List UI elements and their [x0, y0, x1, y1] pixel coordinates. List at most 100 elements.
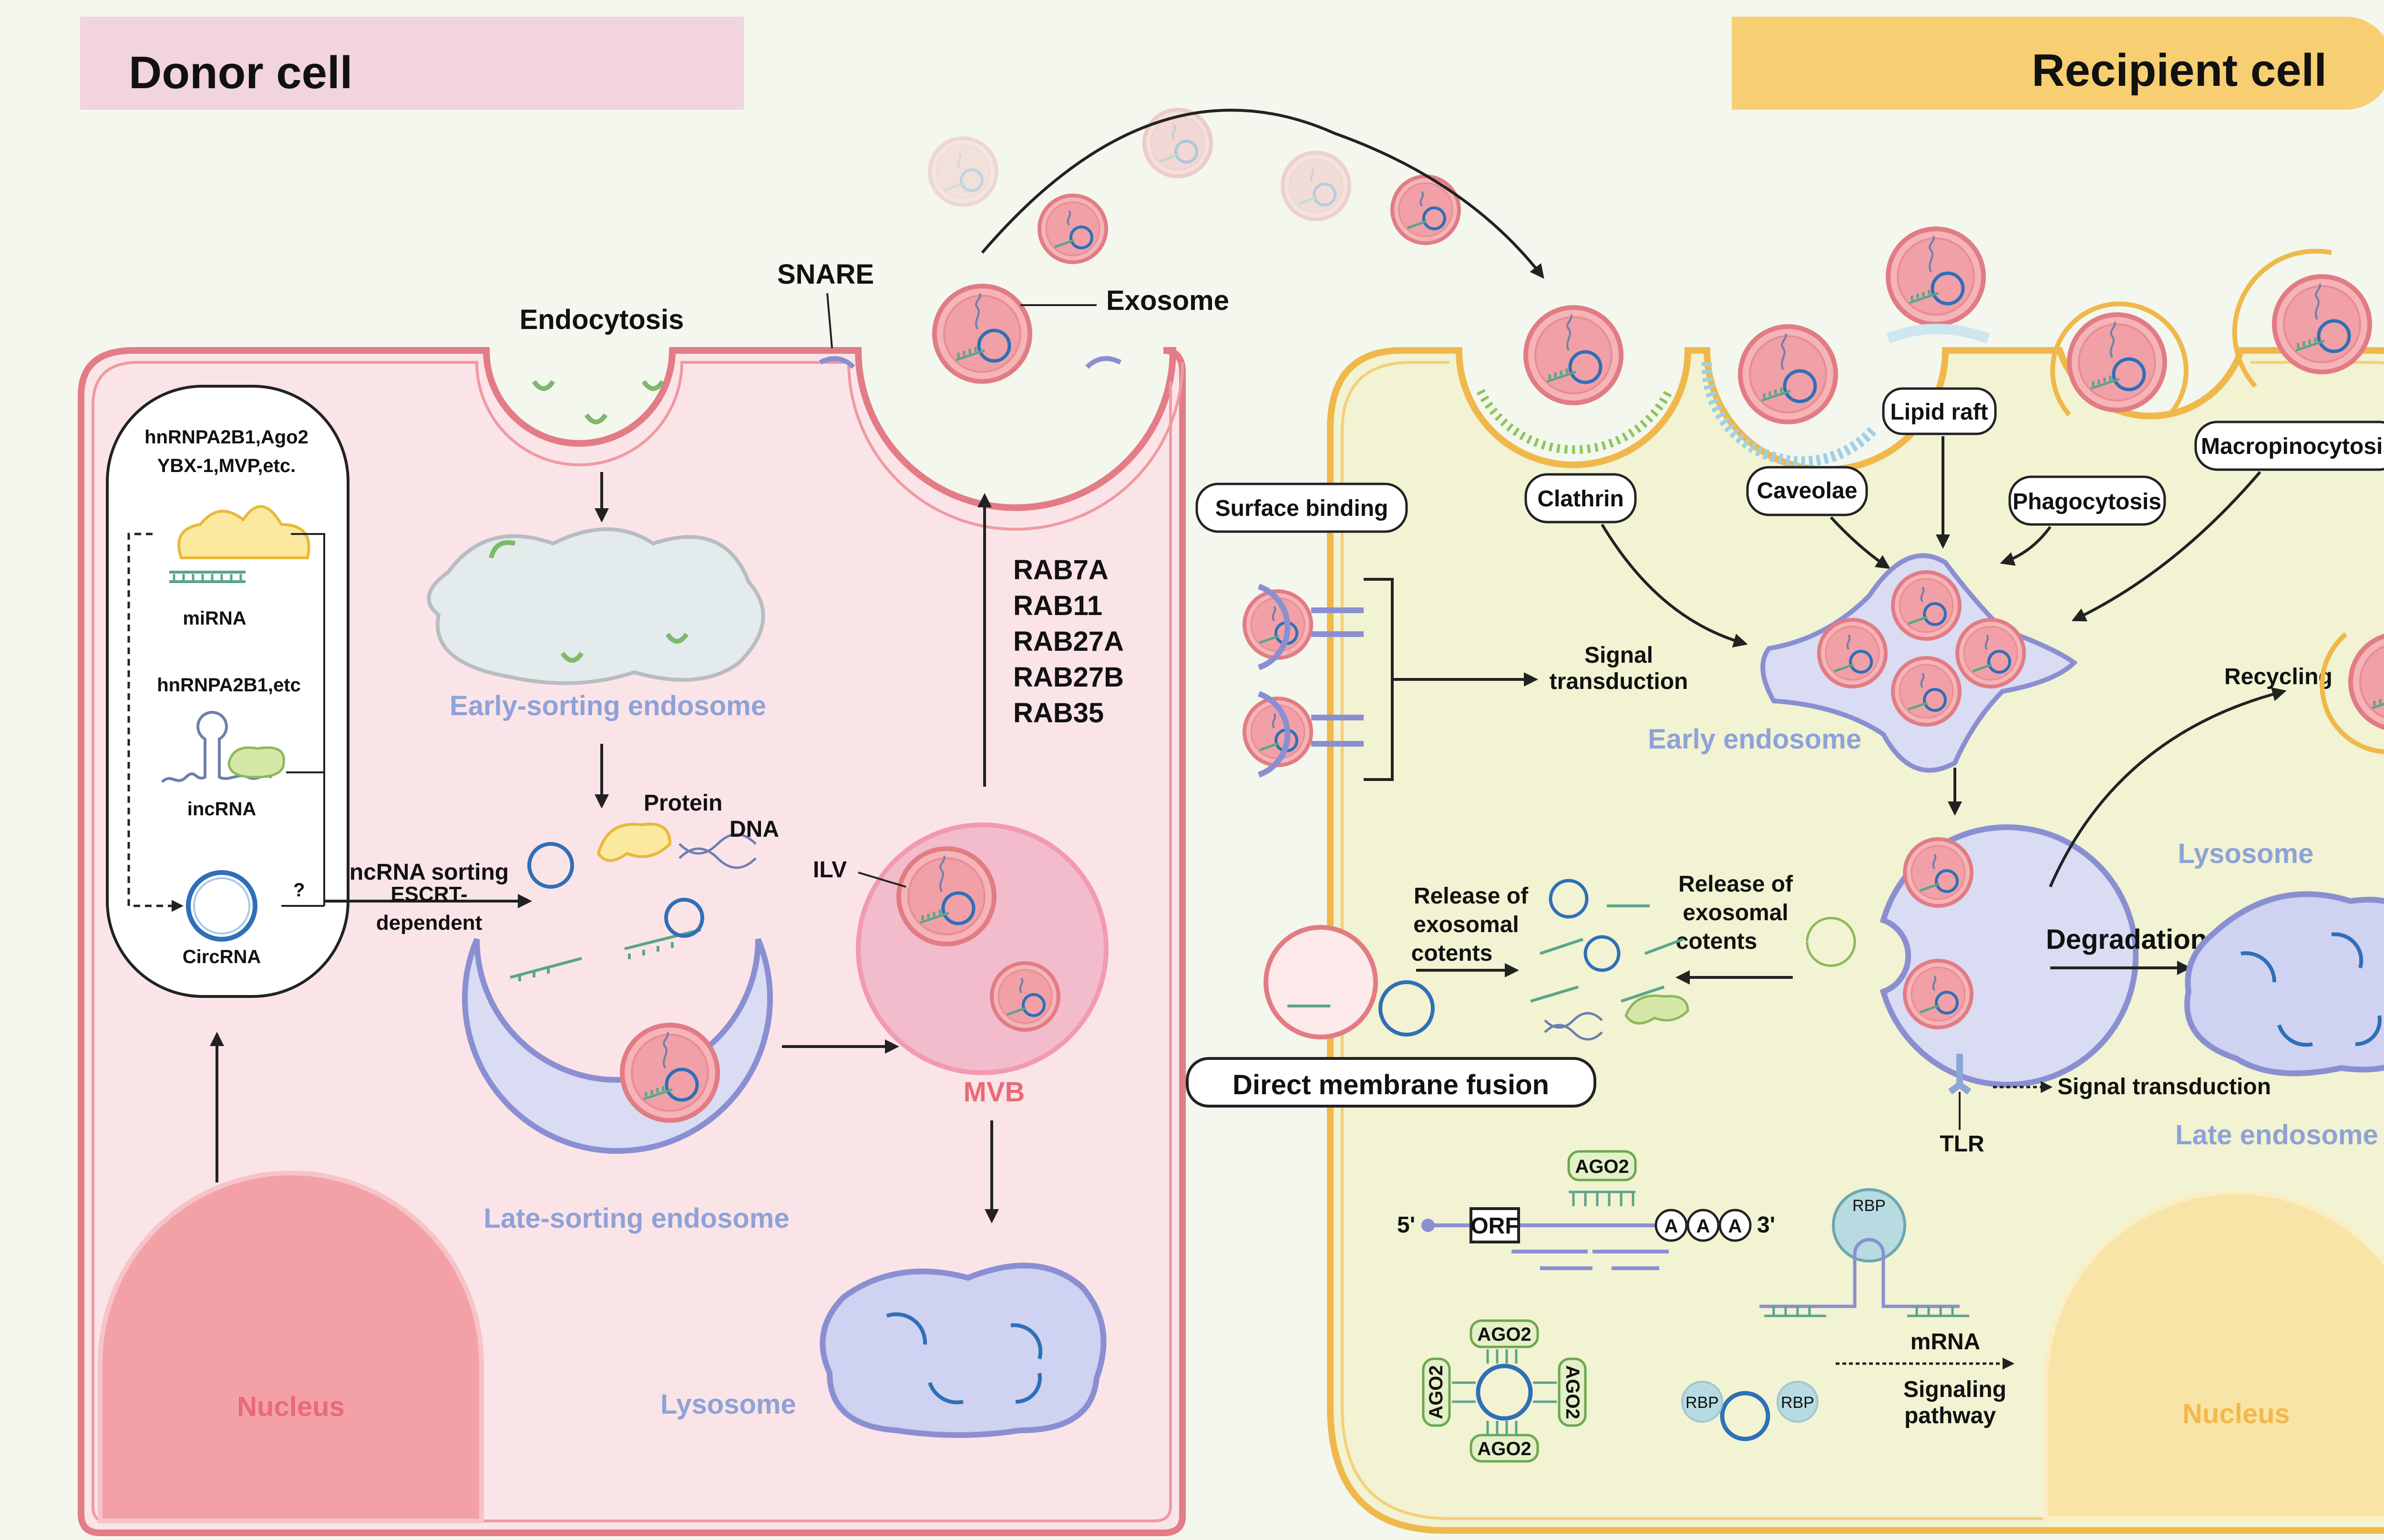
- five-prime-label: 5': [1397, 1212, 1415, 1238]
- late-endosome-exosome-2: [1905, 961, 1972, 1027]
- donor-cell-inner-membrane: [92, 361, 1184, 1522]
- direct-fusion-label: Direct membrane fusion: [1233, 1069, 1549, 1100]
- donor-cell-title: Donor cell: [129, 47, 352, 98]
- early-endosome-exosome-3: [1957, 620, 2024, 687]
- surface-binding-box: [1195, 483, 1408, 533]
- cargo-circrna-2: [664, 898, 704, 938]
- polya-1-label: A: [1665, 1216, 1678, 1237]
- macropinocytosis-label: Macropinocytosis: [2201, 434, 2384, 459]
- recycling-arrow: [2049, 687, 2287, 888]
- sponge-mirnas: [1452, 1349, 1557, 1435]
- circrna-label: CircRNA: [183, 946, 261, 967]
- early-sorting-endosome-label: Early-sorting endosome: [450, 690, 766, 721]
- macropinocytosis-exosome: [2274, 277, 2370, 372]
- snare-label: SNARE: [777, 259, 874, 290]
- panel-dashed-arrow: [127, 533, 184, 912]
- orf-label: ORF: [1470, 1213, 1519, 1239]
- degradation-label: Degradation: [2046, 924, 2207, 955]
- ago2-right-box: [1558, 1357, 1587, 1427]
- recycled-exosome-membrane: [2320, 632, 2384, 754]
- rab-11: RAB11: [1013, 590, 1102, 621]
- donor-lysosome-label: Lysosome: [660, 1389, 796, 1420]
- circrna-sponge: [1476, 1364, 1533, 1421]
- snare-pointer: [826, 293, 833, 349]
- sorting-line3: dependent: [376, 911, 483, 934]
- phagocytosis-box: [2008, 475, 2166, 526]
- cargo-circrna-1: [527, 842, 574, 889]
- release-right-3: cotents: [1676, 929, 1757, 954]
- ago2-protein-cloud: [177, 505, 310, 559]
- snare-complex: [819, 356, 1122, 369]
- mvb-ilv-2: [992, 963, 1058, 1030]
- signaling-line2: pathway: [1904, 1403, 1996, 1428]
- ago2-bottom-box: [1469, 1434, 1539, 1463]
- lipid-raft-label: Lipid raft: [1890, 400, 1988, 425]
- caveolae-exosome: [1740, 327, 1836, 422]
- early-sorting-endosome: [427, 527, 765, 685]
- endocytosis-receptors: [532, 380, 665, 424]
- late-endosome-label: Late endosome: [2175, 1119, 2378, 1150]
- caveolae-label: Caveolae: [1757, 478, 1858, 503]
- released-dna: [1544, 1012, 1603, 1041]
- donor-lysosome: [820, 1263, 1107, 1438]
- surface-bound-receptor-1: [1257, 584, 1364, 670]
- lipid-raft-box: [1882, 387, 1997, 435]
- polya-2: [1686, 1209, 1720, 1242]
- macropinocytosis-box: [2194, 421, 2384, 471]
- ago2-top-label: AGO2: [1477, 1324, 1531, 1345]
- transfer-arrow: [981, 109, 1544, 279]
- recipient-cell-title: Recipient cell: [2032, 45, 2327, 96]
- donor-header-bar: [80, 17, 744, 110]
- signal-transduction-line2: transduction: [1550, 669, 1688, 694]
- lysosome-debris: [886, 1312, 1043, 1405]
- rbp-hairpin-label: RBP: [1852, 1197, 1886, 1215]
- ago2-label-mrna: AGO2: [1575, 1156, 1629, 1177]
- sorting-line2: ESCRT-: [390, 883, 467, 906]
- ago2-bound-mirna: [1569, 1191, 1635, 1206]
- rbp-hairpin-protein: [1832, 1188, 1906, 1263]
- early-endosome-exosome-4: [1893, 658, 1960, 725]
- clathrin-arrow: [1601, 524, 1748, 648]
- rab-27b: RAB27B: [1013, 662, 1124, 693]
- rbp-right-label: RBP: [1781, 1394, 1814, 1412]
- mvb-label: MVB: [964, 1077, 1025, 1108]
- rab-35: RAB35: [1013, 698, 1104, 729]
- ago2-left-label: AGO2: [1426, 1365, 1447, 1419]
- fusion-circrna: [1378, 980, 1435, 1037]
- recipient-lysosome-debris: [2240, 932, 2382, 1047]
- early-endosome-label: Early endosome: [1648, 724, 1861, 755]
- released-protein: [1624, 994, 1689, 1025]
- clathrin-box: [1524, 473, 1637, 524]
- cargo-protein: [596, 822, 672, 862]
- phagocytosis-label: Phagocytosis: [2013, 489, 2161, 514]
- ago2-top-box: [1469, 1319, 1539, 1348]
- clathrin-label: Clathrin: [1537, 486, 1624, 512]
- mrna-fragments: [1511, 1250, 1669, 1270]
- three-prime-label: 3': [1757, 1212, 1775, 1238]
- recipient-lysosome-label: Lysosome: [2178, 838, 2314, 869]
- late-endosome-ilv: [622, 1025, 718, 1120]
- rbp-hairpin-rna: [1759, 1238, 1960, 1308]
- direct-fusion-box: [1186, 1057, 1596, 1108]
- lnc-binding-protein: [227, 746, 285, 779]
- ago2-box-mrna: [1567, 1150, 1637, 1181]
- polya-3: [1718, 1209, 1752, 1242]
- polya-1: [1654, 1209, 1688, 1242]
- ago2-bottom-label: AGO2: [1477, 1438, 1531, 1459]
- caveolae-arrow: [1829, 516, 1891, 569]
- recipient-cell-inner-membrane: [1341, 361, 2384, 1520]
- cargo-dna: [678, 833, 757, 869]
- signaling-line1: Signaling: [1903, 1377, 2006, 1402]
- release-left-1: Release of: [1414, 883, 1529, 909]
- lnc-protein-label: hnRNPA2B1,etc: [157, 675, 301, 696]
- tlr-label: TLR: [1940, 1131, 1984, 1157]
- protein-label: Protein: [644, 791, 722, 816]
- mirna-label: miRNA: [183, 608, 246, 629]
- donor-nucleus-label: Nucleus: [237, 1391, 345, 1422]
- travel-exosome-4: [1039, 195, 1106, 262]
- phagocytosis-arrow: [2000, 526, 2052, 566]
- rab-7a: RAB7A: [1013, 554, 1109, 585]
- release-right-1: Release of: [1678, 872, 1793, 897]
- lncrna-label: incRNA: [187, 799, 256, 820]
